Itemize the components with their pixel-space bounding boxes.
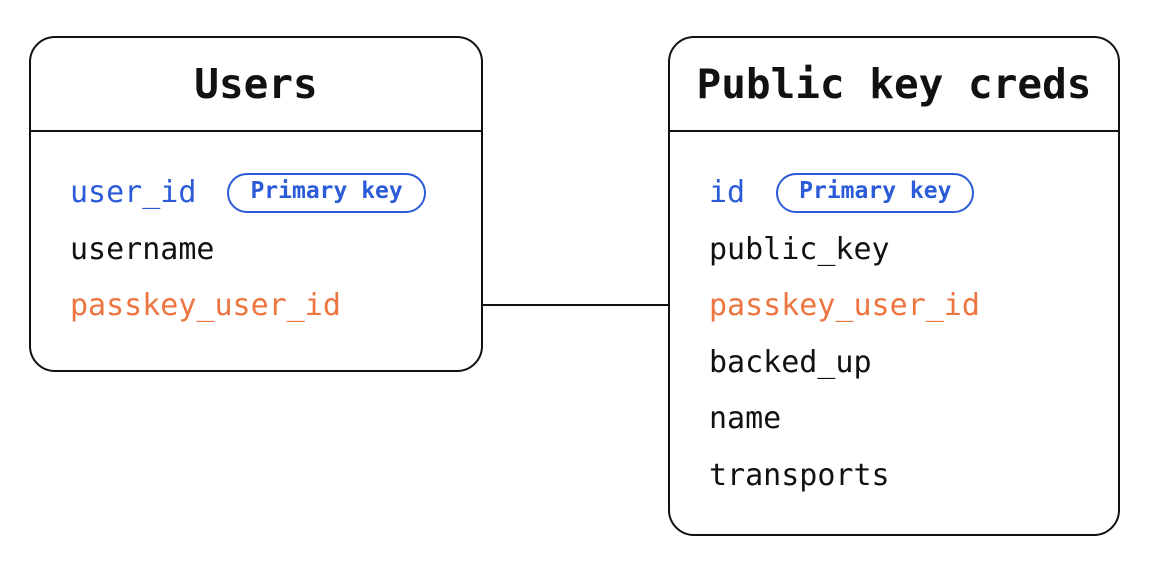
entity-header: Public key creds (670, 38, 1118, 132)
field-row-user_id[interactable]: user_id Primary key (70, 165, 481, 222)
field-row-public_key[interactable]: public_key (709, 222, 1118, 279)
primary-key-badge: Primary key (227, 173, 426, 214)
field-row-id[interactable]: id Primary key (709, 165, 1118, 222)
field-name: transports (709, 457, 890, 493)
field-row-passkey_user_id[interactable]: passkey_user_id (709, 278, 1118, 335)
primary-key-badge: Primary key (776, 173, 975, 214)
field-row-transports[interactable]: transports (709, 448, 1118, 505)
entity-table-public-key-creds[interactable]: Public key creds id Primary key public_key… (668, 36, 1120, 536)
field-name: user_id (70, 175, 197, 211)
field-name: passkey_user_id (70, 288, 341, 324)
field-name: id (709, 175, 746, 211)
entity-title: Users (194, 60, 318, 108)
entity-table-users[interactable]: Users user_id Primary key username passkey_… (29, 36, 483, 372)
field-row-username[interactable]: username (70, 222, 481, 279)
field-row-passkey_user_id[interactable]: passkey_user_id (70, 278, 481, 335)
field-row-backed_up[interactable]: backed_up (709, 335, 1118, 392)
entity-title: Public key creds (696, 60, 1092, 108)
field-name: passkey_user_id (709, 288, 980, 324)
field-name: name (709, 401, 782, 437)
field-name: backed_up (709, 344, 872, 380)
entity-header: Users (31, 38, 481, 132)
field-row-name[interactable]: name (709, 391, 1118, 448)
field-name: username (70, 231, 215, 267)
relationship-line (482, 304, 668, 306)
field-name: public_key (709, 231, 890, 267)
entity-field-list: user_id Primary key username passkey_user_i… (31, 132, 481, 335)
